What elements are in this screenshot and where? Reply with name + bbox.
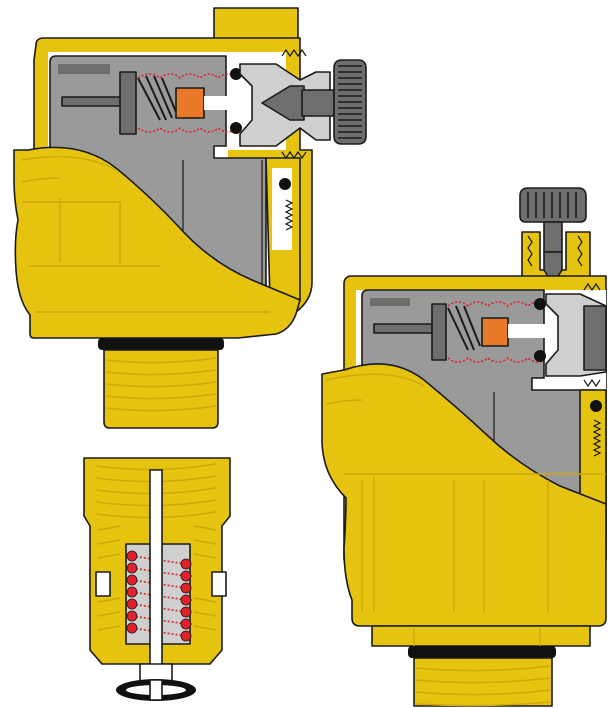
orange-plunger bbox=[175, 87, 205, 119]
shutoff-valve bbox=[83, 457, 231, 701]
small-collar bbox=[371, 625, 591, 647]
small-needle-passage bbox=[508, 324, 558, 338]
top-cap-knurl bbox=[527, 192, 577, 218]
ear-right bbox=[211, 571, 227, 597]
right-wall-threads bbox=[284, 199, 294, 231]
small-bottom-thread-lines bbox=[415, 665, 551, 707]
spring-dots-right bbox=[180, 558, 192, 642]
small-orange-plunger bbox=[481, 317, 509, 347]
o-ring-lower bbox=[230, 122, 242, 134]
knurl-lines bbox=[338, 65, 362, 139]
spring-coil-top bbox=[137, 73, 237, 80]
vent-valve-small bbox=[321, 187, 607, 707]
small-float-shadow bbox=[370, 298, 410, 306]
top-nozzle bbox=[213, 7, 299, 41]
shutoff-threads-side bbox=[97, 525, 217, 631]
small-hex-nut bbox=[583, 305, 607, 371]
needle-passage bbox=[204, 96, 256, 110]
cap-stem bbox=[543, 221, 563, 253]
ear-left bbox=[95, 571, 111, 597]
needle-shaft bbox=[301, 89, 335, 117]
small-diagonal-spring bbox=[447, 305, 481, 351]
float-shadow bbox=[58, 64, 110, 74]
small-hex-edge-1 bbox=[325, 373, 425, 387]
diagonal-spring bbox=[137, 75, 177, 121]
piston-cap bbox=[119, 71, 137, 135]
small-piston-cap bbox=[431, 303, 447, 361]
bottom-thread-lines bbox=[105, 357, 217, 412]
o-ring-right bbox=[279, 178, 291, 190]
nozzle-threads-left bbox=[527, 235, 533, 267]
small-right-threads bbox=[592, 419, 602, 457]
hex-edge-1 bbox=[21, 156, 117, 171]
small-hex-edge-2 bbox=[325, 399, 363, 405]
small-o-ring-upper bbox=[534, 298, 546, 310]
nozzle-threads-right bbox=[577, 235, 583, 267]
small-lever-rod bbox=[373, 323, 441, 334]
body-front bbox=[13, 146, 301, 339]
small-body-front bbox=[321, 363, 607, 627]
small-collar-seam bbox=[413, 628, 541, 646]
spring-coil-bottom bbox=[137, 126, 237, 133]
small-housing-threads bbox=[583, 282, 601, 292]
small-o-ring-lower bbox=[534, 350, 546, 362]
vent-valve-large bbox=[13, 7, 367, 429]
valve-stem bbox=[149, 469, 163, 671]
spring-dots-left bbox=[126, 550, 138, 634]
o-ring-upper bbox=[230, 68, 242, 80]
lever-rod bbox=[61, 96, 129, 107]
small-spring-bottom bbox=[447, 356, 547, 363]
hex-edge-2 bbox=[21, 177, 61, 183]
hex-face bbox=[59, 198, 121, 264]
stem-tip bbox=[149, 679, 163, 701]
housing-threads-top bbox=[281, 48, 307, 58]
small-spring-top bbox=[447, 301, 547, 308]
small-housing-threads-bottom bbox=[583, 378, 601, 388]
bottom-gasket bbox=[98, 338, 224, 350]
small-o-ring-right bbox=[590, 400, 602, 412]
small-bottom-gasket bbox=[408, 646, 556, 658]
